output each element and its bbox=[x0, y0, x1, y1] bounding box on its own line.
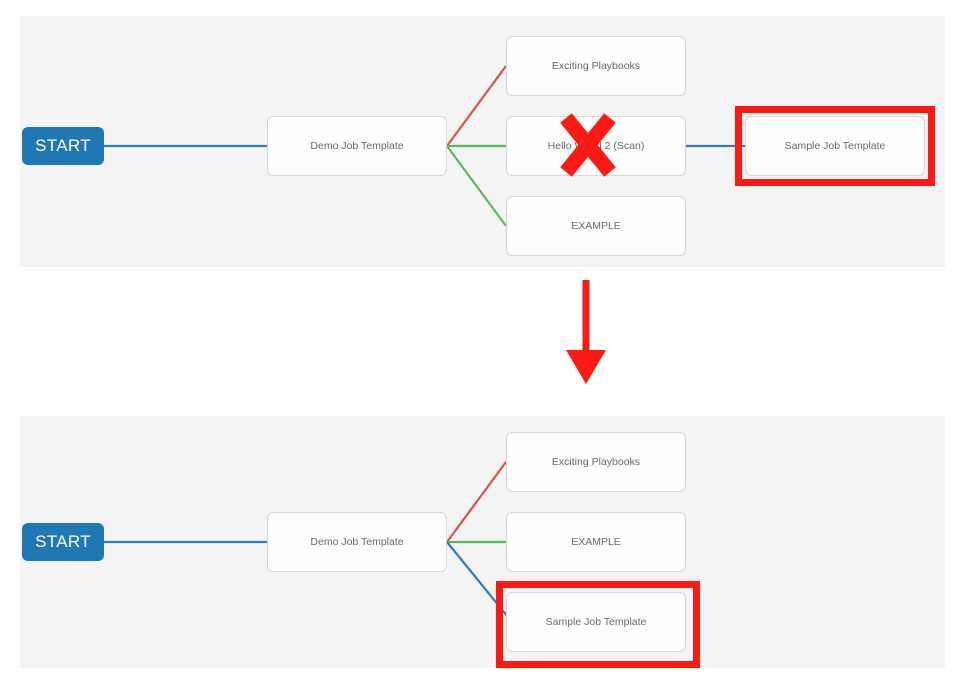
node-label: Exciting Playbooks bbox=[551, 456, 641, 468]
node-label: Sample Job Template bbox=[784, 140, 886, 152]
node-sample-job-template-before[interactable]: Sample Job Template bbox=[745, 116, 925, 176]
node-hello-world-2-before[interactable]: Hello World 2 (Scan) bbox=[506, 116, 686, 176]
node-exciting-playbooks-after[interactable]: Exciting Playbooks bbox=[506, 432, 686, 492]
highlight-rect-sample-job-template-after bbox=[496, 581, 700, 668]
workflow-panel-after bbox=[20, 416, 945, 668]
node-example-before[interactable]: EXAMPLE bbox=[506, 196, 686, 256]
highlight-rect-sample-job-template-before bbox=[735, 106, 935, 186]
node-label: Demo Job Template bbox=[310, 536, 404, 548]
node-exciting-playbooks-before[interactable]: Exciting Playbooks bbox=[506, 36, 686, 96]
node-sample-job-template-after[interactable]: Sample Job Template bbox=[506, 592, 686, 652]
start-node-label: START bbox=[35, 136, 91, 155]
node-demo-job-template-after[interactable]: Demo Job Template bbox=[267, 512, 447, 572]
node-label: EXAMPLE bbox=[571, 220, 621, 232]
node-label: EXAMPLE bbox=[571, 536, 621, 548]
node-example-after[interactable]: EXAMPLE bbox=[506, 512, 686, 572]
start-node-after[interactable]: START bbox=[22, 523, 104, 561]
start-node-before[interactable]: START bbox=[22, 127, 104, 165]
down-arrow-icon bbox=[566, 280, 606, 384]
node-label: Sample Job Template bbox=[545, 616, 647, 628]
node-label: Demo Job Template bbox=[310, 140, 404, 152]
node-label: Exciting Playbooks bbox=[551, 60, 641, 72]
node-demo-job-template-before[interactable]: Demo Job Template bbox=[267, 116, 447, 176]
node-label: Hello World 2 (Scan) bbox=[547, 140, 645, 152]
start-node-label: START bbox=[35, 532, 91, 551]
